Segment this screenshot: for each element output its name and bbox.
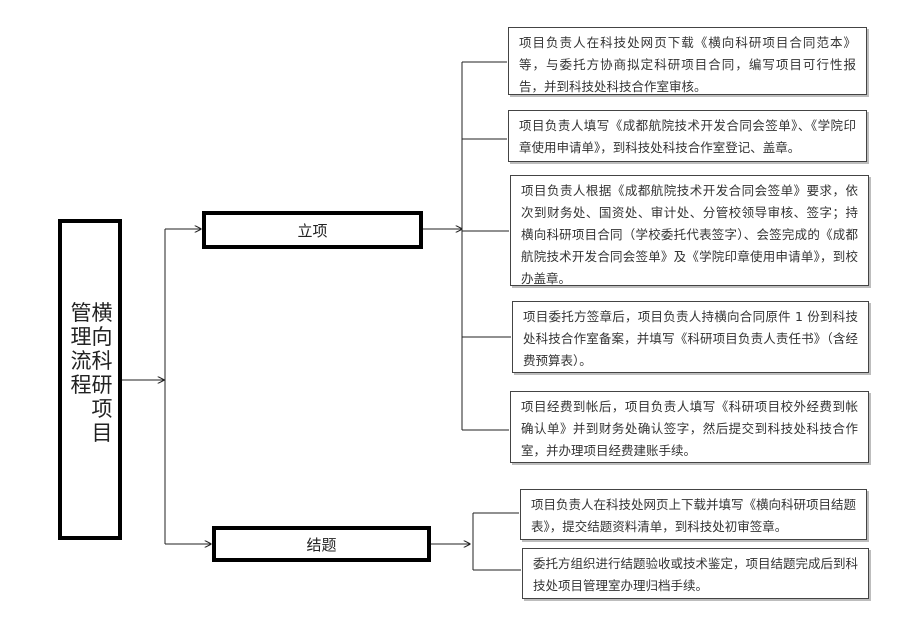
root-title: 横向科研项目管理流程 [68, 301, 113, 446]
step-text-2: 项目负责人填写《成都航院技术开发合同会签单》、《学院印章使用申请单》，到科技处科… [519, 118, 856, 155]
step-text-3: 项目负责人根据《成都航院技术开发合同会签单》要求，依次到财务处、国资处、审计处、… [521, 183, 858, 286]
step-box-6: 项目负责人在科技处网页上下载并填写《横向科研项目结题表》，提交结题资料清单，到科… [520, 489, 867, 540]
step-text-5: 项目经费到帐后，项目负责人填写《科研项目校外经费到帐确认单》并到财务处确认签字，… [521, 399, 858, 458]
step-box-2: 项目负责人填写《成都航院技术开发合同会签单》、《学院印章使用申请单》，到科技处科… [508, 110, 867, 162]
phase-node-jieti: 结题 [212, 526, 431, 562]
step-box-4: 项目委托方签章后，项目负责人持横向合同原件 1 份到科技处科技合作室备案，并填写… [512, 301, 869, 373]
step-box-5: 项目经费到帐后，项目负责人填写《科研项目校外经费到帐确认单》并到财务处确认签字，… [510, 391, 869, 463]
step-text-1: 项目负责人在科技处网页下载《横向科研项目合同范本》等，与委托方协商拟定科研项目合… [519, 35, 856, 94]
step-box-1: 项目负责人在科技处网页下载《横向科研项目合同范本》等，与委托方协商拟定科研项目合… [508, 27, 867, 95]
step-box-3: 项目负责人根据《成都航院技术开发合同会签单》要求，依次到财务处、国资处、审计处、… [510, 175, 869, 286]
step-text-6: 项目负责人在科技处网页上下载并填写《横向科研项目结题表》，提交结题资料清单，到科… [531, 497, 857, 534]
phase-label-jieti: 结题 [306, 535, 337, 554]
step-text-4: 项目委托方签章后，项目负责人持横向合同原件 1 份到科技处科技合作室备案，并填写… [523, 309, 858, 368]
phase-node-lixiang: 立项 [202, 211, 423, 249]
root-node: 横向科研项目管理流程 [58, 219, 122, 540]
phase-label-lixiang: 立项 [297, 221, 328, 240]
step-text-7: 委托方组织进行结题验收或技术鉴定，项目结题完成后到科技处项目管理室办理归档手续。 [533, 556, 859, 593]
step-box-7: 委托方组织进行结题验收或技术鉴定，项目结题完成后到科技处项目管理室办理归档手续。 [522, 548, 869, 599]
